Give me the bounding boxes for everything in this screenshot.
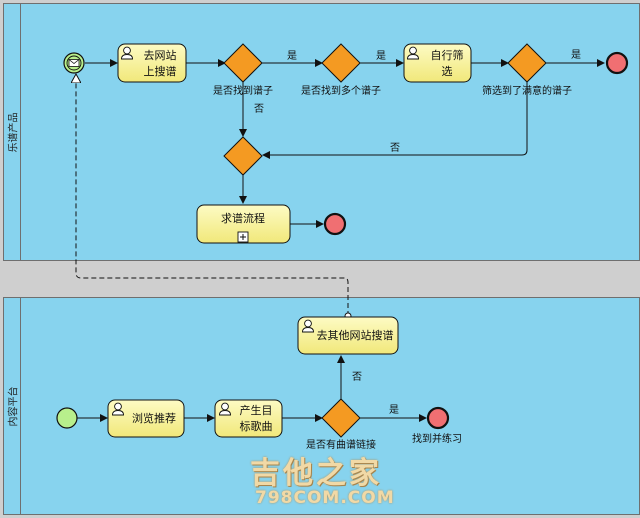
end-event-bottom-label: 找到并练习 [412, 432, 462, 445]
expand-plus-icon[interactable] [237, 231, 249, 243]
task-target-song-line2: 标歌曲 [240, 419, 273, 433]
sequence-flows-bottom [77, 355, 427, 422]
user-icon [112, 402, 124, 416]
envelope-icon [68, 59, 80, 67]
user-icon [302, 319, 314, 333]
message-flow [76, 74, 349, 316]
flow-label-yes-3: 是 [571, 49, 581, 61]
gateway-has-link[interactable] [321, 398, 361, 438]
flow-label-no-1: 否 [254, 103, 264, 115]
end-event-top-1[interactable] [605, 51, 629, 75]
pool-label-music-product: 乐谱产品 [4, 4, 21, 260]
watermark-cn: 吉他之家 [250, 456, 382, 491]
task-other-site-label: 去其他网站搜谱 [317, 328, 394, 342]
gateway-satisfied[interactable] [507, 43, 547, 83]
pool-music-product: 乐谱产品 [3, 3, 640, 261]
pool-label-content-platform: 内容平台 [4, 298, 21, 514]
flow-label-yes-1: 是 [287, 50, 297, 62]
task-go-site[interactable]: 去网站 上搜谱 [117, 43, 187, 83]
user-icon [407, 46, 419, 60]
start-message-event[interactable] [63, 52, 85, 74]
flow-label-no-3: 否 [352, 371, 362, 383]
gateway-found-many[interactable] [321, 43, 361, 83]
sequence-flows-top [85, 59, 605, 228]
subprocess-request-score-label: 求谱流程 [221, 211, 265, 225]
watermark-en: 798COM.COM [255, 488, 395, 508]
flow-label-yes-4: 是 [389, 404, 399, 416]
user-icon [219, 402, 231, 416]
task-self-filter-line1: 自行筛 [431, 48, 464, 62]
task-browse-label: 浏览推荐 [132, 411, 176, 425]
flow-label-no-2: 否 [390, 142, 400, 154]
gateway-found-many-label: 是否找到多个谱子 [301, 84, 381, 97]
gateway-found[interactable] [223, 43, 263, 83]
gateway-has-link-label: 是否有曲谱链接 [306, 438, 376, 451]
gateway-found-label: 是否找到谱子 [213, 84, 273, 97]
task-other-site[interactable]: 去其他网站搜谱 [297, 316, 399, 355]
task-self-filter[interactable]: 自行筛 选 [403, 43, 472, 83]
task-go-site-line1: 去网站 [144, 48, 177, 62]
start-event-bottom[interactable] [56, 407, 78, 429]
task-browse[interactable]: 浏览推荐 [107, 399, 185, 438]
task-self-filter-line2: 选 [442, 65, 453, 78]
gateway-merge[interactable] [223, 136, 263, 176]
flow-label-yes-2: 是 [376, 50, 386, 62]
task-target-song-line1: 产生目 [240, 403, 273, 417]
gateway-satisfied-label: 筛选到了满意的谱子 [482, 84, 572, 97]
subprocess-request-score[interactable]: 求谱流程 [196, 204, 291, 244]
task-go-site-line2: 上搜谱 [144, 64, 177, 78]
end-event-top-2[interactable] [323, 212, 347, 236]
task-target-song[interactable]: 产生目 标歌曲 [214, 399, 283, 438]
end-event-bottom[interactable] [426, 406, 450, 430]
user-icon [121, 46, 133, 60]
